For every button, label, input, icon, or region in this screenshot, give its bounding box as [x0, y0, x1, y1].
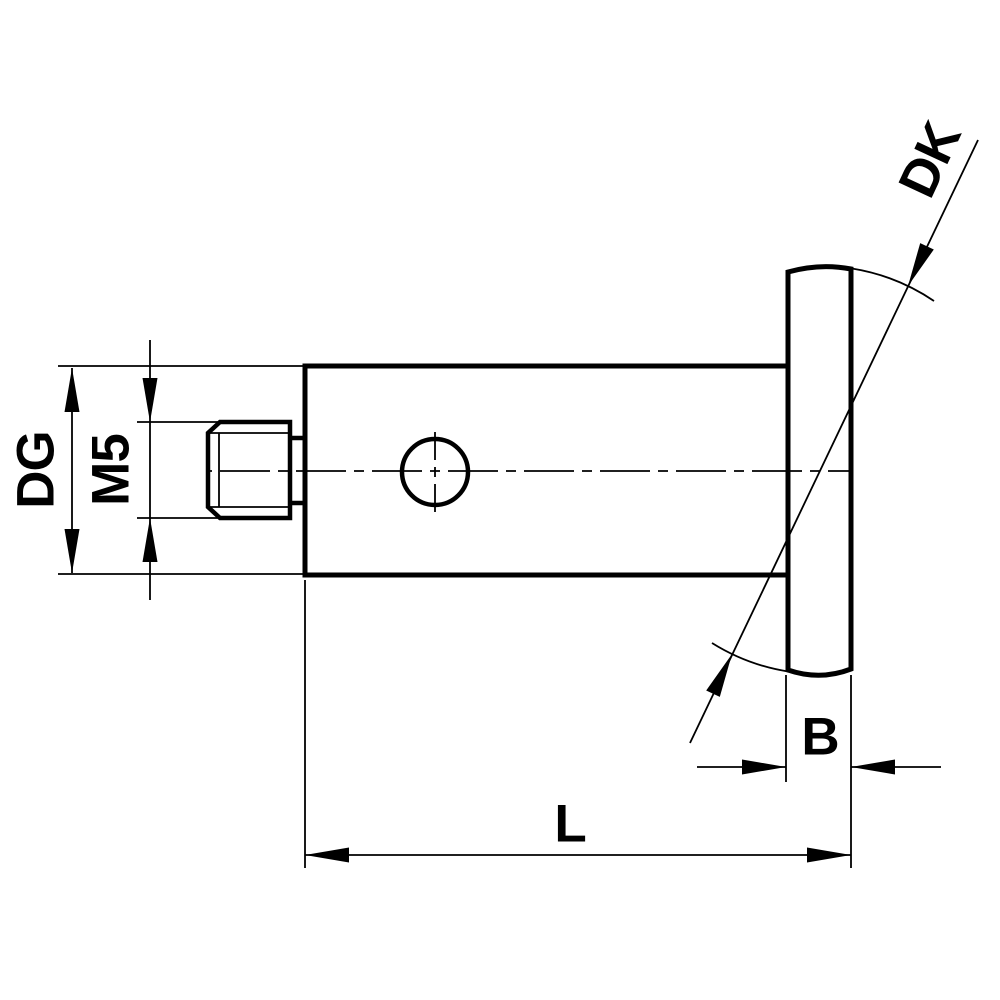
l-arrow-right [807, 847, 851, 863]
l-arrow-left [305, 847, 349, 863]
dg-dimension: DG [7, 365, 303, 575]
part-view [205, 264, 854, 678]
dk-projection-arc-bottom [711, 642, 789, 673]
dk-arrow-bottom [706, 654, 732, 697]
b-dimension: B [697, 675, 941, 868]
length-label: L [554, 795, 585, 854]
m5-dimension: M5 [82, 340, 218, 600]
thread-lines [209, 432, 290, 508]
m5-arrow-down [142, 378, 158, 422]
thread-size-label: M5 [82, 434, 141, 506]
dk-arrow-top [908, 243, 934, 286]
l-dimension: L [304, 580, 851, 868]
dg-arrow-up [64, 368, 80, 412]
flange-thickness-label: B [801, 708, 838, 767]
flange-diameter-label: DK [888, 113, 973, 206]
b-arrow-left [851, 759, 895, 775]
dk-projection-arc-top [851, 267, 935, 302]
dg-arrow-down [64, 529, 80, 573]
dk-dimension-line [689, 139, 979, 744]
b-arrow-right [742, 759, 786, 775]
m5-arrow-up [142, 518, 158, 562]
body-diameter-label: DG [7, 431, 66, 509]
thread-stud-outline [205, 419, 293, 521]
stud-neck-lines [290, 435, 305, 506]
